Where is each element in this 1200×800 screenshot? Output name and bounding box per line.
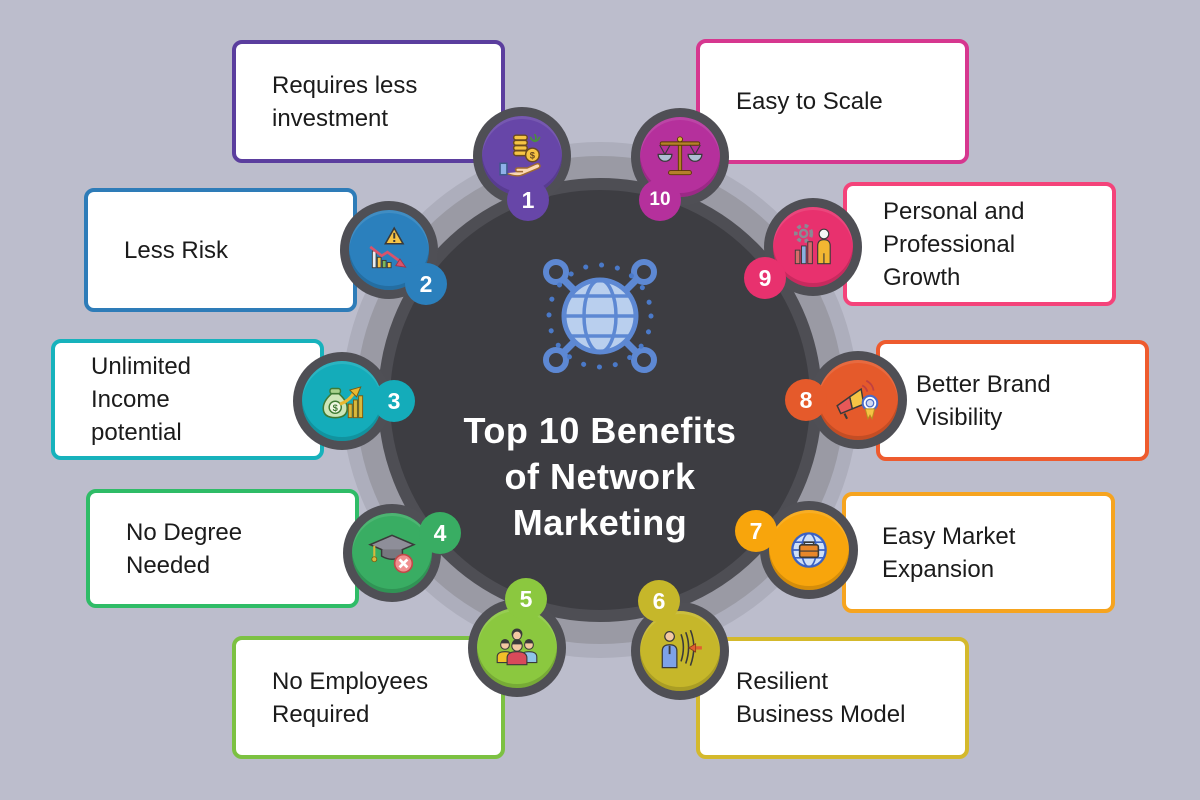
benefit-label-1: Requires less investment	[272, 71, 418, 132]
coins-in-hand-icon: $	[499, 133, 541, 177]
benefit-number-badge-9: 9	[744, 257, 786, 299]
benefit-number-badge-10: 10	[639, 179, 681, 221]
benefit-box-4: No Degree Needed	[86, 489, 359, 608]
network-globe-icon	[543, 259, 657, 373]
benefit-label-8: Better Brand Visibility	[916, 370, 1051, 431]
benefit-label-6: Resilient Business Model	[736, 668, 906, 728]
svg-text:$: $	[333, 403, 339, 413]
benefit-label-7: Easy Market Expansion	[882, 522, 1016, 583]
benefit-label-5: No Employees Required	[272, 667, 429, 728]
megaphone-badge-icon	[836, 379, 879, 420]
svg-text:$: $	[530, 151, 536, 161]
benefit-number-badge-6: 6	[638, 580, 680, 622]
balance-scale-icon	[657, 136, 703, 176]
benefit-box-1: Requires less investment	[232, 40, 505, 163]
benefit-number-badge-7: 7	[735, 510, 777, 552]
benefit-box-2: Less Risk	[84, 188, 357, 312]
globe-briefcase-icon	[791, 532, 827, 568]
gear-growth-person-icon	[794, 223, 831, 265]
benefit-label-9: Personal and Professional Growth	[883, 197, 1025, 291]
benefit-number-badge-8: 8	[785, 379, 827, 421]
no-degree-cap-icon	[368, 534, 416, 574]
benefit-box-8: Better Brand Visibility	[876, 340, 1149, 461]
benefit-label-10: Easy to Scale	[736, 88, 883, 115]
benefit-box-5: No Employees Required	[232, 636, 505, 759]
benefit-number-badge-3: 3	[373, 380, 415, 422]
team-people-icon	[496, 628, 538, 666]
center-circle: Top 10 Benefits of Network Marketing	[378, 178, 822, 622]
benefit-label-2: Less Risk	[124, 236, 229, 264]
benefit-circle-5	[468, 599, 566, 697]
benefit-number-badge-4: 4	[419, 512, 461, 554]
benefit-box-9: Personal and Professional Growth	[843, 182, 1116, 306]
benefit-label-4: No Degree Needed	[126, 518, 243, 579]
resilient-person-icon	[661, 629, 702, 669]
money-bag-growth-icon: $	[322, 386, 364, 419]
risk-decline-chart-icon	[369, 226, 407, 269]
benefit-circle-7	[760, 501, 858, 599]
benefit-box-7: Easy Market Expansion	[842, 492, 1115, 613]
infographic-title: Top 10 Benefits of Network Marketing	[463, 410, 737, 543]
benefit-box-6: Resilient Business Model	[696, 637, 969, 759]
benefit-box-10: Easy to Scale	[696, 39, 969, 164]
benefit-box-3: Unlimited Income potential	[51, 339, 324, 460]
benefit-number-badge-2: 2	[405, 263, 447, 305]
benefit-number-badge-5: 5	[505, 578, 547, 620]
benefit-label-3: Unlimited Income potential	[91, 353, 192, 446]
benefit-number-badge-1: 1	[507, 179, 549, 221]
